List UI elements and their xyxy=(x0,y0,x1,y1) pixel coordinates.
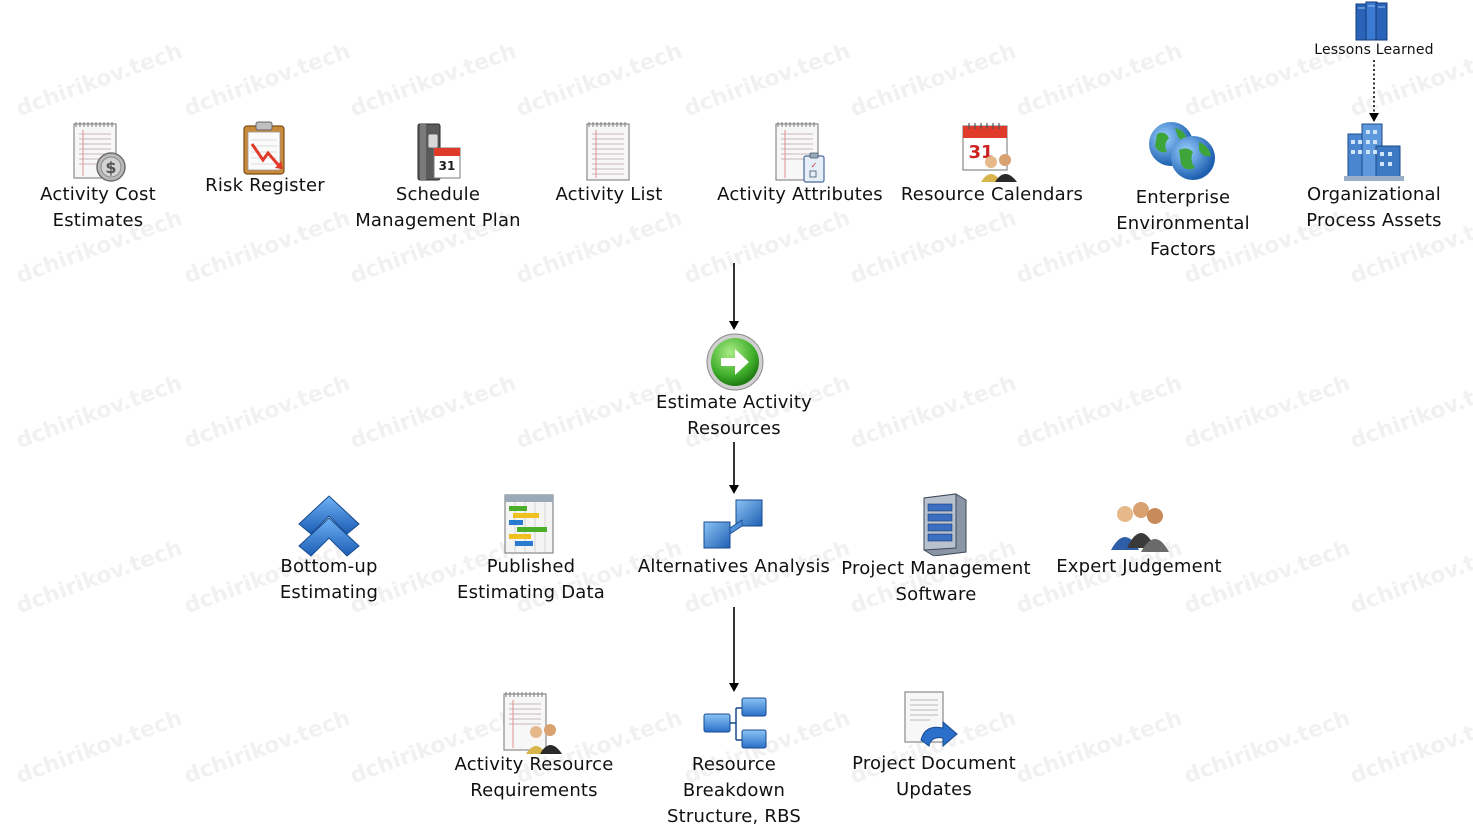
label-line: Schedule xyxy=(395,184,481,205)
arrow-inputs-to-process xyxy=(729,263,739,330)
document-icon xyxy=(583,120,635,184)
input-resource-calendars: 31 Resource Calendars xyxy=(897,118,1087,218)
label-line: Activity Resource xyxy=(454,754,614,775)
label-line: Structure, RBS xyxy=(667,806,801,827)
document-people-icon xyxy=(502,690,564,754)
input-enterprise-environmental-factors: Enterprise Environmental Factors xyxy=(1103,118,1263,268)
tool-published-estimating-data: Published Estimating Data xyxy=(446,490,616,606)
label-line: Expert Judgement xyxy=(1056,556,1222,577)
input-activity-cost-estimates: $ Activity Cost Estimates xyxy=(18,118,178,238)
svg-text:✓: ✓ xyxy=(811,161,818,170)
label-line: Published xyxy=(486,556,576,577)
label-line: Activity Attributes xyxy=(717,184,883,205)
clipboard-chart-icon xyxy=(241,120,291,176)
binder-calendar-icon: 31 xyxy=(412,120,464,184)
input-risk-register: Risk Register xyxy=(195,118,335,218)
linked-squares-icon xyxy=(702,498,766,552)
label-line: Project Document xyxy=(852,753,1016,774)
label-line: Bottom-up xyxy=(280,556,378,577)
input-activity-list: Activity List xyxy=(539,118,679,218)
label-line: Estimate Activity xyxy=(656,392,812,413)
output-activity-resource-requirements: Activity Resource Requirements xyxy=(444,688,624,806)
double-chevron-up-icon xyxy=(297,494,361,558)
books-icon xyxy=(1352,0,1396,42)
svg-text:31: 31 xyxy=(439,159,456,173)
label-line: Organizational xyxy=(1307,184,1441,205)
input-lessons-learned: Lessons Learned xyxy=(1304,0,1444,60)
label-line: Enterprise xyxy=(1135,187,1231,208)
arrow-process-to-tools xyxy=(729,442,739,494)
calendar-people-icon: 31 xyxy=(961,120,1021,184)
label-line: Risk Register xyxy=(205,175,325,196)
green-arrow-button-icon xyxy=(705,332,765,392)
people-icon xyxy=(1107,498,1171,552)
document-update-icon xyxy=(901,690,959,752)
tool-expert-judgement: Expert Judgement xyxy=(1049,496,1229,586)
label-line: Management Plan xyxy=(355,210,521,231)
label-line: Lessons Learned xyxy=(1314,42,1434,58)
label-line: Process Assets xyxy=(1306,210,1442,231)
label-line: Factors xyxy=(1150,239,1216,260)
input-activity-attributes: ✓ Activity Attributes xyxy=(705,118,895,218)
tool-alternatives-analysis: Alternatives Analysis xyxy=(634,496,834,586)
arrow-lessons-learned-to-opa xyxy=(1369,60,1379,122)
label-line: Resource Calendars xyxy=(900,184,1084,205)
label-line: Alternatives Analysis xyxy=(637,556,831,577)
label-line: Estimates xyxy=(52,210,144,231)
gantt-chart-icon xyxy=(501,492,559,556)
label-line: Estimating Data xyxy=(457,582,605,603)
label-line: Resources xyxy=(687,418,781,439)
tool-project-management-software: Project Management Software xyxy=(836,490,1036,608)
globes-icon xyxy=(1147,120,1219,184)
svg-text:$: $ xyxy=(105,158,116,177)
server-icon xyxy=(916,492,970,556)
label-line: Breakdown xyxy=(682,780,786,801)
label-line: Software xyxy=(895,584,977,605)
label-line: Environmental xyxy=(1116,213,1250,234)
tool-bottom-up-estimating: Bottom-up Estimating xyxy=(259,494,399,606)
output-resource-breakdown-structure: Resource Breakdown Structure, RBS xyxy=(644,694,824,834)
label-line: Activity Cost xyxy=(40,184,156,205)
label-line: Activity List xyxy=(555,184,663,205)
label-line: Requirements xyxy=(470,780,598,801)
label-line: Estimating xyxy=(279,582,379,603)
input-schedule-management-plan: 31 Schedule Management Plan xyxy=(348,118,528,238)
input-organizational-process-assets: Organizational Process Assets xyxy=(1294,118,1454,238)
office-buildings-icon xyxy=(1342,120,1406,184)
label-line: Project Management xyxy=(841,558,1031,579)
hierarchy-icon xyxy=(702,696,768,752)
document-dollar-icon: $ xyxy=(71,120,129,184)
arrow-tools-to-outputs xyxy=(729,607,739,692)
document-checklist-icon: ✓ xyxy=(772,120,830,184)
process-estimate-activity-resources: Estimate Activity Resources xyxy=(644,330,824,442)
output-project-document-updates: Project Document Updates xyxy=(839,688,1029,806)
label-line: Updates xyxy=(896,779,972,800)
label-line: Resource xyxy=(691,754,777,775)
